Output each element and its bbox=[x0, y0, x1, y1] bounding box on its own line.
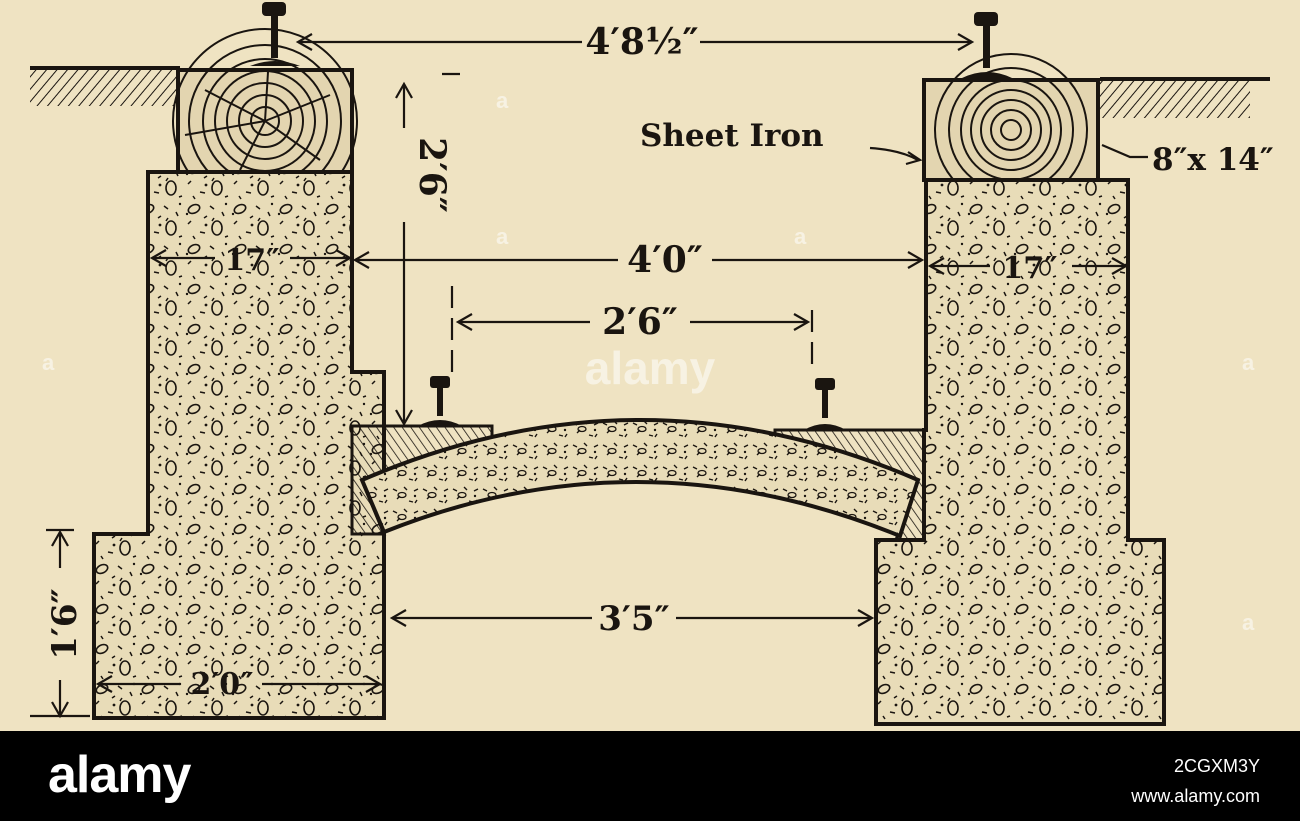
rail-left-narrow bbox=[418, 376, 462, 426]
watermark-a-1: a bbox=[496, 224, 509, 249]
ground-right bbox=[1100, 77, 1270, 118]
concrete-arch bbox=[359, 418, 921, 539]
label-pier-width-left: 17″ bbox=[224, 243, 279, 278]
label-track-gauge: 4′8½″ bbox=[585, 21, 698, 63]
pier-left bbox=[92, 170, 386, 720]
watermark-a-5: a bbox=[496, 88, 509, 113]
rail-right-main bbox=[962, 12, 1012, 78]
track-section-diagram: 4′8½″ 2′6″ Sheet Iron 8″x 14″ 17″ 17″ 4′… bbox=[30, 2, 1274, 726]
ground-left bbox=[30, 66, 180, 106]
watermark-center: alamy bbox=[585, 342, 716, 394]
footer-logo: alamy bbox=[48, 746, 191, 804]
label-footing-height: 1′6″ bbox=[45, 588, 85, 659]
label-ladder-depth: 2′6″ bbox=[411, 137, 453, 213]
footer-site: www.alamy.com bbox=[1131, 786, 1260, 806]
watermark-a-2: a bbox=[794, 224, 807, 249]
label-timber-size: 8″x 14″ bbox=[1152, 142, 1274, 178]
rail-right-narrow bbox=[804, 378, 846, 430]
label-narrow-gauge: 2′6″ bbox=[602, 301, 678, 343]
dimension-lines bbox=[30, 33, 1148, 719]
watermark-footer: alamy 2CGXM3Y www.alamy.com bbox=[0, 731, 1300, 821]
footer-image-id: 2CGXM3Y bbox=[1173, 756, 1260, 776]
watermark-a-4: a bbox=[1242, 350, 1255, 375]
label-inner-clear: 4′0″ bbox=[627, 239, 703, 281]
watermark-a-6: a bbox=[1242, 610, 1255, 635]
label-sheet-iron: Sheet Iron bbox=[640, 118, 824, 154]
timber-left bbox=[172, 28, 358, 214]
label-footing-width: 2′0″ bbox=[190, 667, 253, 702]
watermark-a-3: a bbox=[42, 350, 55, 375]
label-footing-clear: 3′5″ bbox=[598, 599, 669, 639]
label-pier-width-right: 17″ bbox=[1002, 251, 1057, 286]
timber-right bbox=[922, 53, 1100, 207]
footer-image-info: 2CGXM3Y www.alamy.com bbox=[1131, 751, 1260, 811]
rail-left-main bbox=[250, 2, 300, 66]
